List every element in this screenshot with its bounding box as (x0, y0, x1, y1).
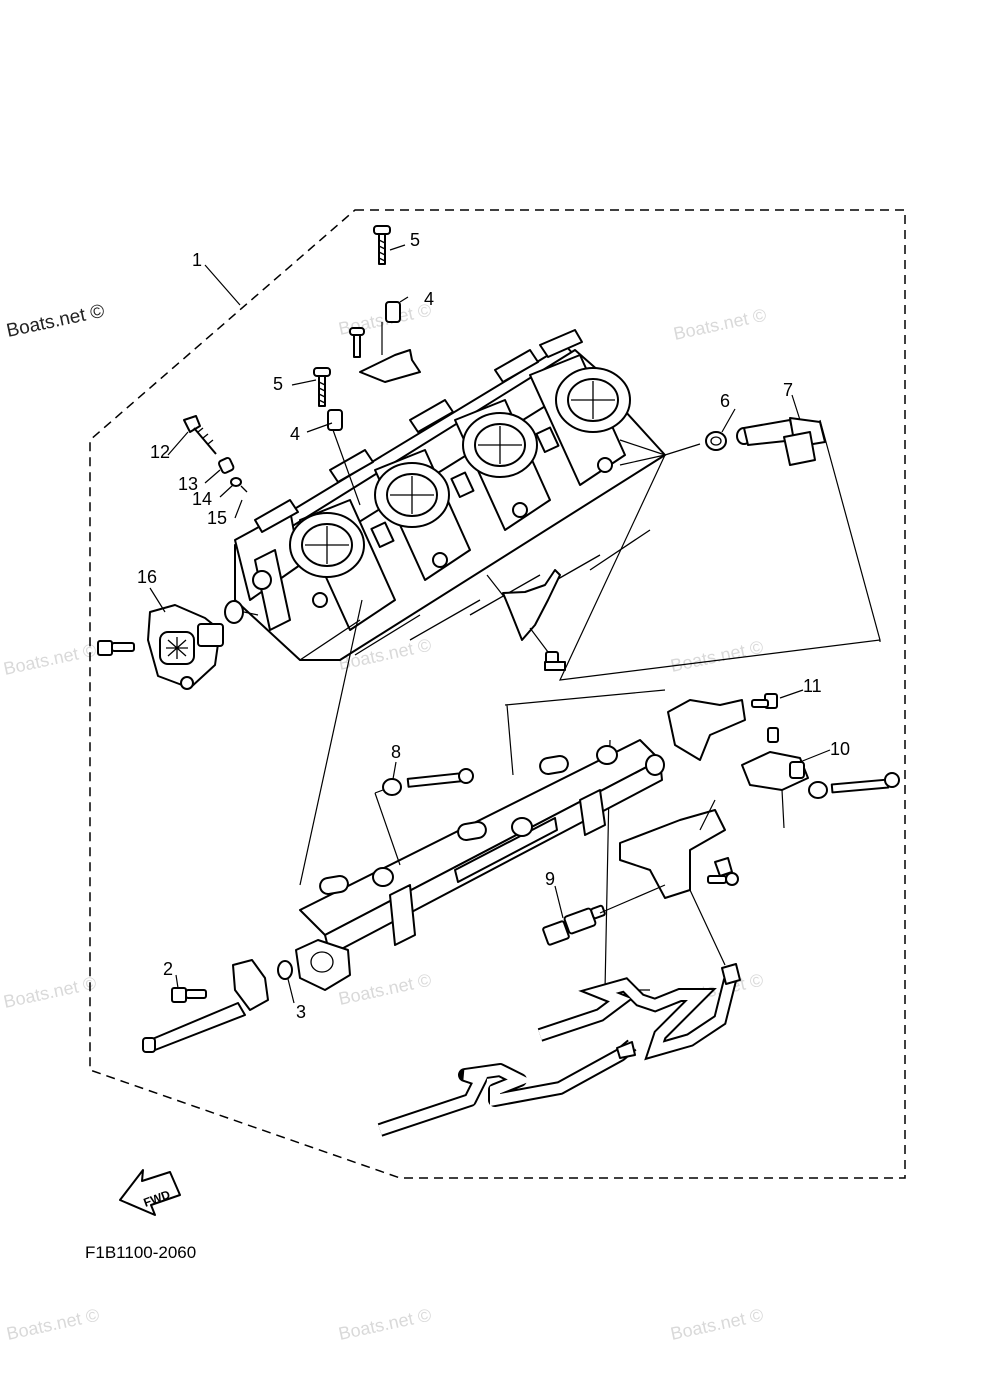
linkage-bracket (486, 569, 566, 671)
fuel-rail (277, 739, 665, 991)
callout-leaders (149, 244, 831, 1004)
callout-2: 2 (163, 959, 173, 979)
fuel-inlet-pipe (142, 959, 269, 1053)
watermark: Boats.net © (669, 1305, 765, 1344)
callout-5: 5 (273, 374, 283, 394)
fwd-arrow-icon (119, 1169, 181, 1216)
fuel-hoses (377, 963, 741, 1137)
watermark: Boats.net © (672, 305, 768, 344)
watermark: Boats.net © (2, 973, 98, 1012)
watermark-main: Boats.net © (5, 301, 107, 342)
sensor-bracket (619, 809, 726, 899)
throttle-bracket (359, 349, 421, 383)
injector-group (619, 417, 826, 466)
callout-numbers: 1 2 3 4 4 5 5 6 7 8 9 10 11 12 13 14 15 … (137, 230, 850, 1022)
watermark: Boats.net © (5, 1305, 101, 1344)
watermark: Boats.net © (337, 1305, 433, 1344)
callout-16: 16 (137, 567, 157, 587)
callout-12: 12 (150, 442, 170, 462)
watermark: Boats.net © (337, 970, 433, 1009)
callout-15: 15 (207, 508, 227, 528)
o-ring (277, 960, 293, 980)
callout-4: 4 (424, 289, 434, 309)
callout-4: 4 (290, 424, 300, 444)
callout-3: 3 (296, 1002, 306, 1022)
assembly-boundary (89, 209, 906, 1179)
fuel-injector (736, 417, 826, 466)
reference-leaders (299, 419, 881, 991)
fwd-arrow: FWD (119, 1169, 181, 1216)
callout-7: 7 (783, 380, 793, 400)
watermark: Boats.net © (2, 640, 98, 679)
seal-washer (705, 431, 727, 451)
temperature-sensor (542, 884, 666, 946)
injector-cups (319, 754, 569, 896)
callout-13: 13 (178, 474, 198, 494)
throttle-position-sensor-group (97, 415, 259, 690)
mounting-bracket (667, 699, 746, 761)
callout-9: 9 (545, 869, 555, 889)
upper-screws (313, 225, 421, 506)
reference-code: F1B1100-2060 (85, 1243, 196, 1262)
callout-14: 14 (192, 489, 212, 509)
pressure-sensor-group (605, 693, 900, 991)
callout-1: 1 (192, 250, 202, 270)
callout-8: 8 (391, 742, 401, 762)
throttle-body-assembly (234, 329, 666, 661)
throttle-bores (289, 367, 631, 578)
callout-5: 5 (410, 230, 420, 250)
rail-bolt-8 (374, 768, 474, 866)
callout-6: 6 (720, 391, 730, 411)
callout-11: 11 (803, 676, 822, 696)
callout-10: 10 (830, 739, 850, 759)
